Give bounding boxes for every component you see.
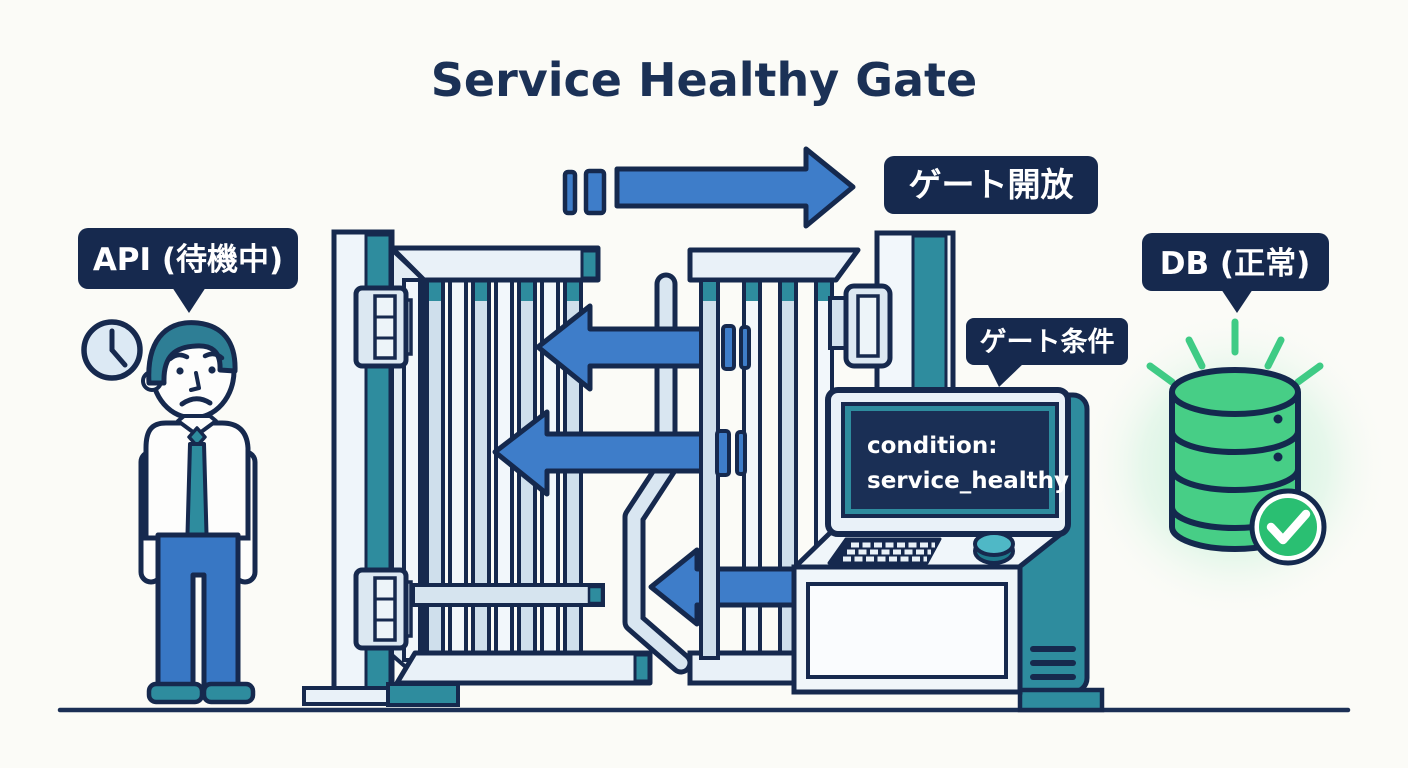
api-bubble: [78, 228, 298, 289]
database-icon: [1146, 318, 1327, 566]
vent-icon: [1030, 674, 1076, 680]
gate-bar-cap: [567, 282, 579, 301]
terminal-screen: [851, 411, 1049, 509]
page-title: Service Healthy Gate: [431, 53, 977, 107]
gate-condition-label: ゲート条件: [980, 327, 1115, 358]
gate-bar-cap: [429, 282, 441, 301]
control-console: condition: service_healthy: [791, 387, 1105, 713]
rail-cap: [587, 585, 604, 605]
person-nose: [189, 371, 201, 392]
keyboard-icon: [827, 537, 942, 565]
gate-bar-cap: [746, 282, 758, 301]
bent-gate-bar: [622, 272, 693, 675]
gate-condition-bubble-tail: [987, 363, 1024, 387]
gate-hinge: [353, 285, 413, 369]
console-tower-base: [1017, 687, 1105, 713]
db-dot: [1273, 452, 1283, 462]
person-eyebrow: [202, 351, 225, 361]
health-rays: [1146, 318, 1324, 386]
screen-line-2: service_healthy: [867, 468, 1069, 494]
gate-open-bubble: [884, 156, 1098, 214]
gate-hinge: [353, 567, 413, 651]
person-eye: [176, 367, 184, 375]
gate-bar-cap: [782, 282, 794, 301]
console-panel: [806, 582, 1008, 679]
arrow-right-icon: [614, 146, 856, 229]
vent-icon: [1030, 660, 1076, 666]
speed-dash-icon: [715, 429, 731, 477]
check-circle-icon: [1249, 488, 1327, 566]
gate-condition-bubble: [966, 318, 1128, 365]
db-cylinder-top: [1169, 367, 1301, 417]
rail-cap: [580, 249, 599, 280]
gate-base: [302, 686, 392, 706]
db-bubble: [1142, 233, 1329, 291]
gate-bar-cap: [818, 282, 830, 301]
db-bubble-tail: [1221, 289, 1253, 313]
gate-bar-cap: [521, 282, 533, 301]
speed-dash-icon: [562, 169, 578, 216]
gate-mid-rail: [411, 583, 605, 607]
rail-cap: [633, 653, 651, 683]
person-eyebrow: [167, 352, 190, 362]
gate-base-teal: [386, 682, 460, 707]
db-callout: DB (正常): [1142, 233, 1329, 313]
db-disc-line: [1169, 468, 1301, 493]
screen-line-1: condition:: [867, 433, 997, 459]
api-label: API (待機中): [93, 242, 283, 278]
speed-dash-icon: [583, 168, 607, 216]
gate-open-flow: ゲート開放: [562, 146, 1098, 229]
person-hair: [146, 320, 238, 386]
db-disc-line: [1169, 430, 1301, 455]
person-shoe: [146, 681, 205, 705]
console-button: [973, 531, 1015, 565]
gate-condition-callout: ゲート条件: [966, 318, 1128, 387]
db-dot: [1273, 414, 1283, 424]
gate-bottom-rail: [394, 650, 653, 686]
api-bubble-tail: [172, 287, 206, 313]
speed-dash-icon: [739, 325, 751, 370]
db-label: DB (正常): [1160, 246, 1311, 282]
gate-top-rail: [687, 247, 861, 283]
impact-dashes: [715, 324, 751, 477]
gate-left-panel: [302, 229, 653, 707]
vent-icon: [1030, 646, 1076, 652]
person-eye: [208, 366, 216, 374]
clock-icon: [81, 319, 143, 381]
gate-top-rail: [389, 245, 601, 283]
gate-hinge: [828, 283, 893, 369]
person-frown: [179, 396, 213, 407]
gate-bar-cap: [703, 282, 716, 301]
person-shoe: [201, 681, 256, 705]
gate-open-label: ゲート開放: [909, 165, 1075, 204]
speed-dash-icon: [735, 430, 747, 476]
speed-dash-icon: [721, 324, 736, 371]
gate-bar-cap: [475, 282, 487, 301]
api-person: [138, 320, 258, 705]
api-callout: API (待機中): [78, 228, 298, 313]
